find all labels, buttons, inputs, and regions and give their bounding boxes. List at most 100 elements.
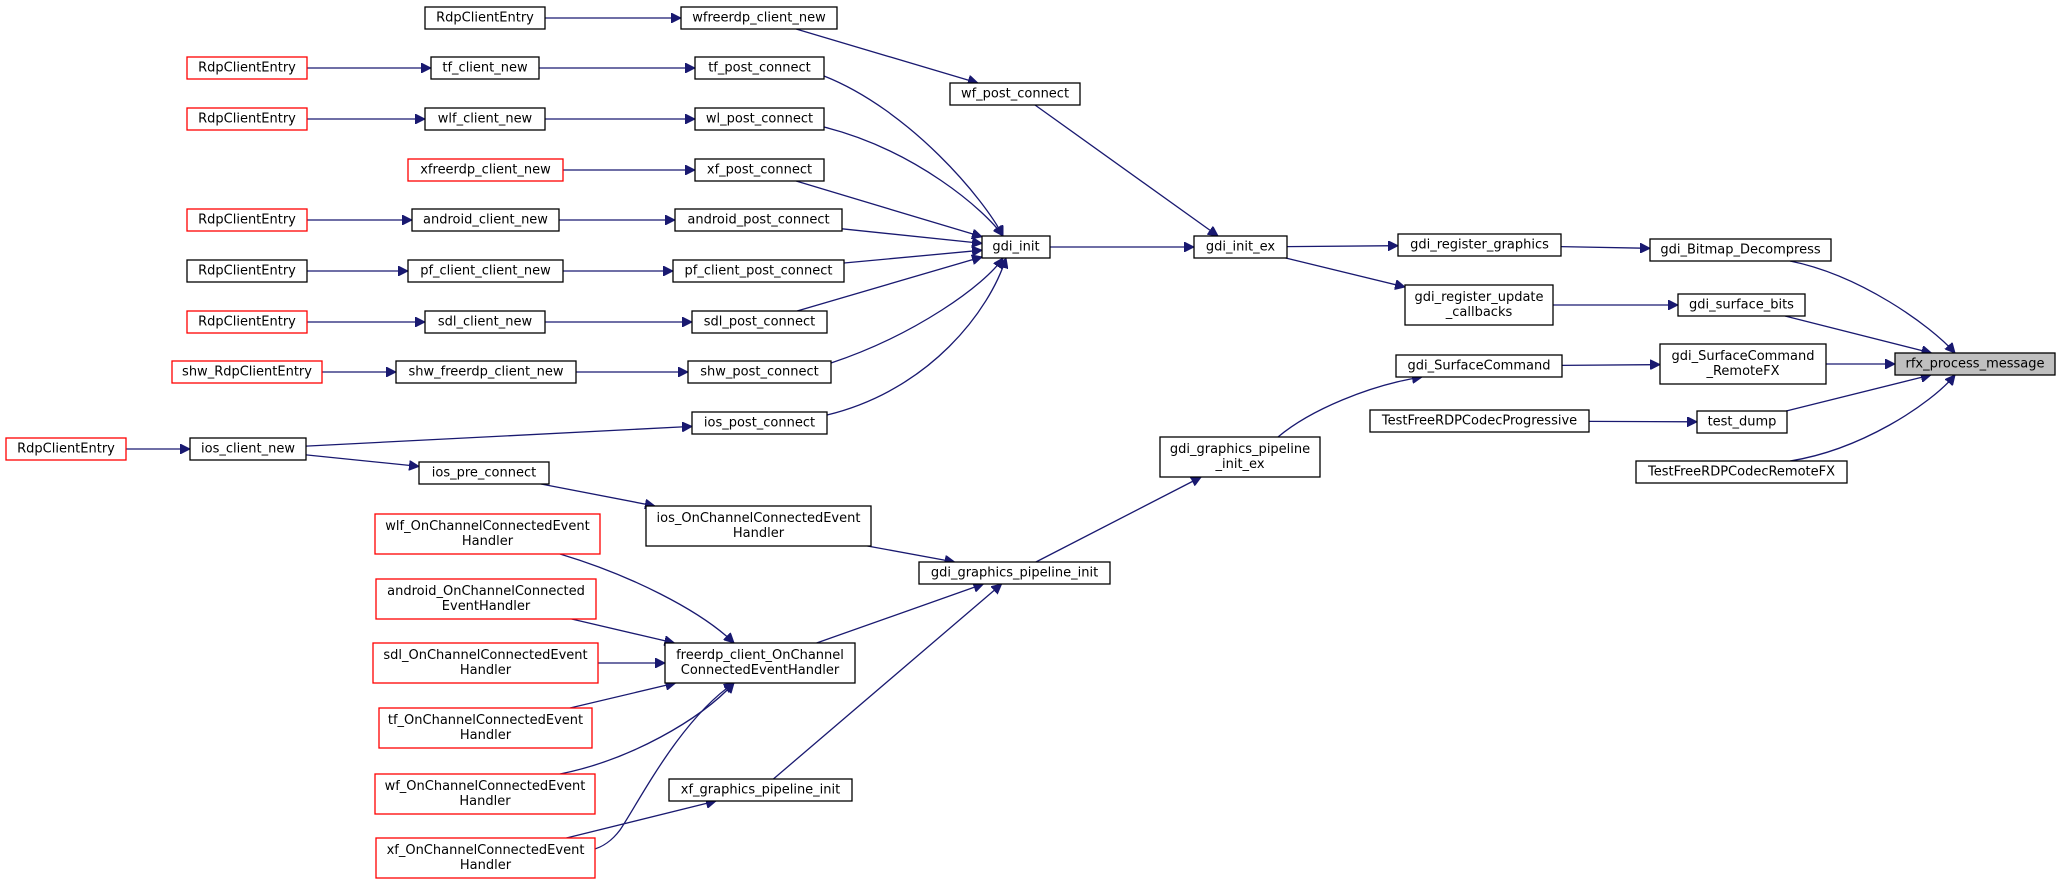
- node-label: _callbacks: [1445, 305, 1513, 320]
- node-rdp4[interactable]: RdpClientEntry: [186, 208, 308, 232]
- node-rfx-process-message[interactable]: rfx_process_message: [1894, 352, 2056, 376]
- node-label: gdi_graphics_pipeline_init: [931, 566, 1098, 581]
- node-xfreerdp-client-new[interactable]: xfreerdp_client_new: [407, 158, 564, 182]
- edge-xf_graphics_pipeline_init-to-xf_onchannelconnected: [566, 801, 716, 839]
- node-sdl-client-new[interactable]: sdl_client_new: [424, 310, 546, 334]
- node-wfreerdp-client-new[interactable]: wfreerdp_client_new: [680, 6, 838, 30]
- node-box: [378, 707, 593, 749]
- node-tf-post-connect[interactable]: tf_post_connect: [694, 56, 825, 80]
- node-gdi-surface-bits[interactable]: gdi_surface_bits: [1677, 293, 1806, 317]
- node-xf-graphics-pipeline-init[interactable]: xf_graphics_pipeline_init: [668, 778, 853, 802]
- node-gdi-graphics-pipeline-init-ex[interactable]: gdi_graphics_pipeline_init_ex: [1159, 436, 1321, 478]
- node-label: gdi_Bitmap_Decompress: [1660, 243, 1820, 258]
- node-gdi-register-update-callbacks[interactable]: gdi_register_update_callbacks: [1404, 284, 1554, 326]
- node-testfreerdpcodecremotefx[interactable]: TestFreeRDPCodecRemoteFX: [1635, 460, 1848, 484]
- node-label: wf_post_connect: [961, 87, 1069, 102]
- node-shw-post-connect[interactable]: shw_post_connect: [687, 360, 832, 384]
- node-gdi-graphics-pipeline-init[interactable]: gdi_graphics_pipeline_init: [918, 561, 1111, 585]
- node-box: [407, 158, 564, 182]
- node-pf-client-post-connect[interactable]: pf_client_post_connect: [672, 259, 845, 283]
- node-label: Handler: [459, 794, 511, 809]
- node-android-client-new[interactable]: android_client_new: [411, 208, 560, 232]
- node-label: shw_freerdp_client_new: [409, 365, 564, 380]
- node-rdp7[interactable]: RdpClientEntry: [5, 437, 127, 461]
- node-gdi-init[interactable]: gdi_init: [981, 235, 1051, 259]
- node-shw-rdpcliententry[interactable]: shw_RdpClientEntry: [171, 360, 323, 384]
- node-ios-post-connect[interactable]: ios_post_connect: [691, 411, 828, 435]
- node-gdi-register-graphics[interactable]: gdi_register_graphics: [1397, 233, 1562, 257]
- node-label: sdl_client_new: [438, 315, 533, 330]
- node-xf-post-connect[interactable]: xf_post_connect: [694, 158, 825, 182]
- node-sdl-post-connect[interactable]: sdl_post_connect: [691, 310, 828, 334]
- node-label: android_OnChannelConnected: [387, 584, 585, 599]
- node-label: RdpClientEntry: [198, 213, 296, 228]
- node-box: [668, 778, 853, 802]
- node-label: gdi_SurfaceCommand: [1408, 359, 1551, 374]
- node-box: [186, 310, 308, 334]
- node-rdp3[interactable]: RdpClientEntry: [186, 107, 308, 131]
- node-label: xfreerdp_client_new: [420, 163, 551, 178]
- edge-freerdp_client_onchannel-to-tf_onchannelconnected: [569, 683, 676, 709]
- node-label: ios_pre_connect: [432, 466, 536, 481]
- node-box: [186, 208, 308, 232]
- node-shw-freerdp-client-new[interactable]: shw_freerdp_client_new: [395, 360, 577, 384]
- node-label: _init_ex: [1214, 457, 1264, 472]
- node-gdi-bitmap-decompress[interactable]: gdi_Bitmap_Decompress: [1649, 238, 1832, 262]
- edge-gdi_init-to-pf_client_post_connect: [843, 250, 982, 264]
- node-label: ios_post_connect: [704, 416, 815, 431]
- node-box: [674, 208, 843, 232]
- node-freerdp-client-onchannel[interactable]: freerdp_client_OnChannelConnectedEventHa…: [664, 642, 856, 684]
- node-rdp5[interactable]: RdpClientEntry: [186, 259, 308, 283]
- node-label: ios_OnChannelConnectedEvent: [657, 511, 861, 526]
- node-box: [680, 6, 838, 30]
- node-rdp1[interactable]: RdpClientEntry: [424, 6, 546, 30]
- node-testfreerdpcodecprogressive[interactable]: TestFreeRDPCodecProgressive: [1369, 409, 1590, 433]
- node-label: sdl_post_connect: [704, 315, 816, 330]
- node-box: [694, 56, 825, 80]
- node-rdp6[interactable]: RdpClientEntry: [186, 310, 308, 334]
- node-box: [395, 360, 577, 384]
- edge-freerdp_client_onchannel-to-android_onchannelconnected: [571, 618, 675, 643]
- node-box: [375, 578, 597, 620]
- node-box: [424, 107, 546, 131]
- node-label: android_client_new: [423, 213, 548, 228]
- node-label: shw_RdpClientEntry: [182, 365, 312, 380]
- node-wlf-client-new[interactable]: wlf_client_new: [424, 107, 546, 131]
- node-box: [186, 56, 308, 80]
- node-label: android_post_connect: [687, 213, 829, 228]
- node-test-dump[interactable]: test_dump: [1696, 410, 1788, 434]
- node-box: [1649, 238, 1832, 262]
- node-wl-post-connect[interactable]: wl_post_connect: [694, 107, 825, 131]
- node-box: [949, 82, 1081, 106]
- node-label: RdpClientEntry: [436, 11, 534, 26]
- node-ios-pre-connect[interactable]: ios_pre_connect: [418, 461, 550, 485]
- node-label: gdi_graphics_pipeline: [1170, 442, 1310, 457]
- node-android-post-connect[interactable]: android_post_connect: [674, 208, 843, 232]
- node-label: RdpClientEntry: [17, 442, 115, 457]
- node-box: [694, 158, 825, 182]
- edge-ios_post_connect-to-ios_client_new: [305, 426, 692, 447]
- node-pf-client-client-new[interactable]: pf_client_client_new: [407, 259, 564, 283]
- node-rdp2[interactable]: RdpClientEntry: [186, 56, 308, 80]
- node-gdi-surfacecommand-remotefx[interactable]: gdi_SurfaceCommand_RemoteFX: [1659, 343, 1827, 385]
- node-label: tf_OnChannelConnectedEvent: [388, 713, 583, 728]
- node-gdi-surfacecommand[interactable]: gdi_SurfaceCommand: [1395, 354, 1563, 378]
- node-box: [687, 360, 832, 384]
- node-label: sdl_OnChannelConnectedEvent: [383, 648, 587, 663]
- node-wf-post-connect[interactable]: wf_post_connect: [949, 82, 1081, 106]
- node-label: xf_post_connect: [707, 163, 812, 178]
- node-tf-client-new[interactable]: tf_client_new: [430, 56, 540, 80]
- node-box: [407, 259, 564, 283]
- node-box: [424, 310, 546, 334]
- edge-gdi_register_graphics-to-gdi_init_ex: [1286, 246, 1398, 247]
- node-gdi-init-ex[interactable]: gdi_init_ex: [1193, 235, 1288, 259]
- node-ios-client-new[interactable]: ios_client_new: [189, 437, 307, 461]
